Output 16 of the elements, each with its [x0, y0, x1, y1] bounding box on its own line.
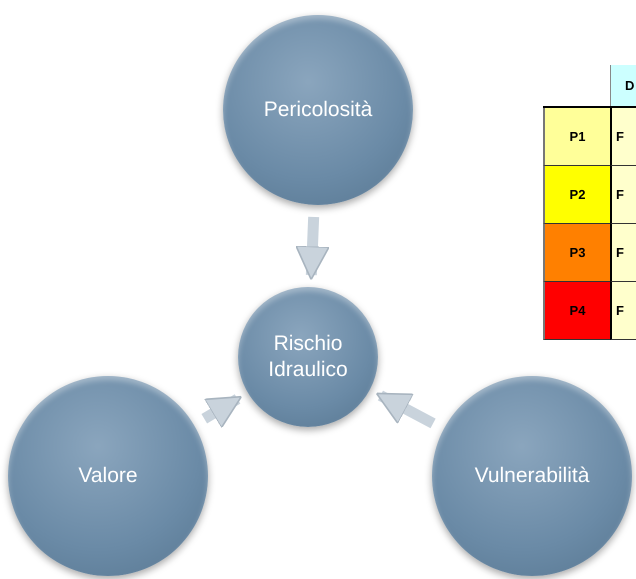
table-cell: P4	[543, 282, 610, 340]
table-cell: P3	[543, 224, 610, 282]
table-cell: P1	[543, 108, 610, 166]
table-cell: F	[610, 282, 636, 340]
table-cell: F	[610, 108, 636, 166]
block-arrow	[295, 216, 330, 280]
node-label: Pericolosità	[262, 97, 374, 123]
table-cell: F	[610, 224, 636, 282]
node-label: Valore	[77, 463, 139, 489]
table-header-cell: D	[610, 65, 636, 106]
table-cell: P2	[543, 166, 610, 224]
table-cell: F	[610, 166, 636, 224]
block-arrow	[376, 390, 436, 428]
node-label: Rischio Idraulico	[267, 331, 349, 383]
block-arrow	[201, 394, 242, 429]
node-label: Vulnerabilità	[474, 463, 590, 489]
